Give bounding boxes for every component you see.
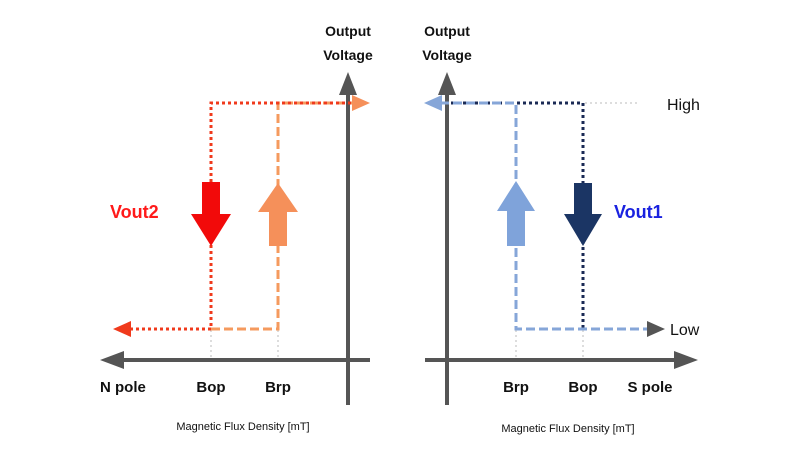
left-brp-path — [211, 101, 353, 331]
left-y-axis-arrowhead — [339, 72, 357, 95]
right-y-axis-title-line1: Output — [424, 23, 470, 39]
left-y-axis-title-line1: Output — [325, 23, 371, 39]
left-tick-label-bop: Bop — [196, 379, 225, 396]
left-y-axis-title-line2: Voltage — [323, 47, 373, 63]
right-panel: Output Voltage High Low Vout1 Brp Bop S … — [422, 23, 700, 435]
vout2-down-arrow — [191, 182, 231, 246]
brp-up-arrow-right — [497, 181, 535, 246]
left-caption: Magnetic Flux Density [mT] — [176, 421, 309, 433]
brp-up-arrow-left — [258, 183, 298, 246]
vout1-down-arrow — [564, 183, 602, 246]
low-label: Low — [670, 322, 700, 339]
left-tick-label-brp: Brp — [265, 379, 291, 396]
right-y-axis-title-line2: Voltage — [422, 47, 472, 63]
vout1-label: Vout1 — [614, 202, 663, 222]
vout2-label: Vout2 — [110, 202, 159, 222]
left-x-label-n-pole: N pole — [100, 379, 146, 396]
right-tick-label-bop: Bop — [568, 379, 597, 396]
left-low-arrowhead — [113, 321, 131, 337]
right-low-arrowhead — [647, 321, 665, 337]
high-label: High — [667, 97, 700, 114]
right-y-axis-arrowhead — [438, 72, 456, 95]
left-vout2-path — [130, 101, 356, 331]
left-panel: Output Voltage Vout2 N pole Bop Brp Magn… — [100, 23, 373, 433]
right-x-label-s-pole: S pole — [627, 379, 672, 396]
right-tick-label-brp: Brp — [503, 379, 529, 396]
left-high-arrowhead — [352, 95, 370, 111]
left-x-axis-arrowhead — [100, 351, 124, 369]
right-caption: Magnetic Flux Density [mT] — [501, 423, 634, 435]
right-high-arrowhead — [424, 95, 442, 111]
right-x-axis-arrowhead — [674, 351, 698, 369]
